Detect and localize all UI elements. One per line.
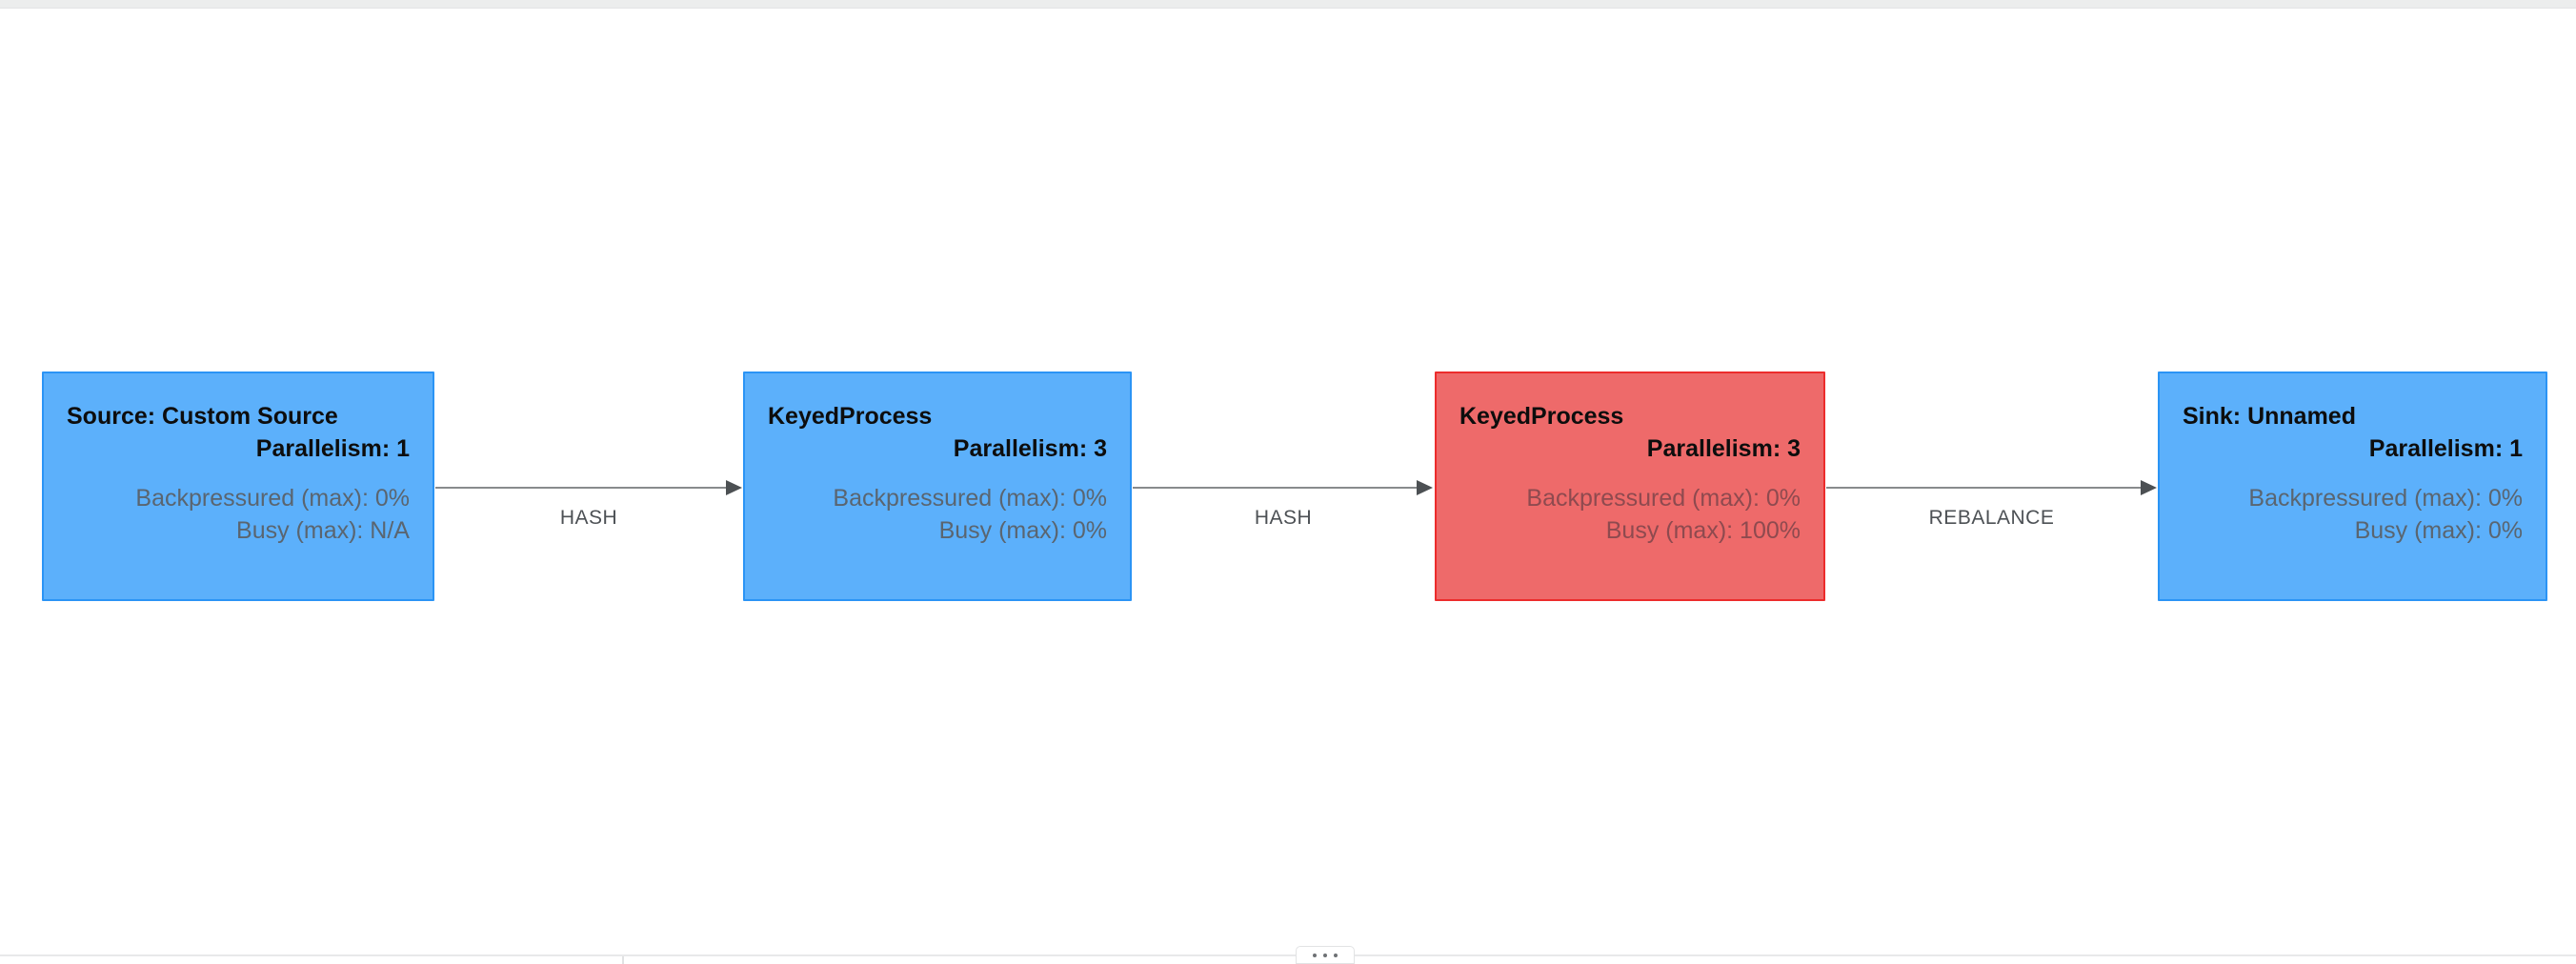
- job-node-backpressured: Backpressured (max): 0%: [2248, 485, 2523, 512]
- job-graph-canvas[interactable]: Source: Custom Source Parallelism: 1 Bac…: [0, 9, 2576, 955]
- job-node-busy: Busy (max): N/A: [236, 517, 410, 544]
- toolbar-divider: [0, 8, 2576, 9]
- job-edge-line: [1133, 487, 1417, 489]
- job-node-backpressured: Backpressured (max): 0%: [833, 485, 1107, 512]
- job-node-title: Source: Custom Source: [67, 403, 338, 430]
- job-node-parallelism: Parallelism: 1: [2368, 435, 2523, 462]
- arrow-head-icon: [2141, 480, 2157, 495]
- job-node-busy: Busy (max): 0%: [938, 517, 1107, 544]
- job-node-metrics: Backpressured (max): 0% Busy (max): 0%: [2183, 482, 2523, 547]
- job-node-title: Sink: Unnamed: [2183, 403, 2356, 430]
- job-node-title: KeyedProcess: [1459, 403, 1624, 430]
- job-node-parallelism: Parallelism: 3: [1646, 435, 1801, 462]
- job-edge-label: HASH: [1254, 507, 1313, 529]
- job-node-parallelism: Parallelism: 3: [953, 435, 1107, 462]
- job-node-title: KeyedProcess: [768, 403, 933, 430]
- panel-splitter-tick: [622, 956, 624, 964]
- job-node-source[interactable]: Source: Custom Source Parallelism: 1 Bac…: [42, 372, 434, 601]
- job-node-busy: Busy (max): 100%: [1605, 517, 1801, 544]
- job-node-busy: Busy (max): 0%: [2354, 517, 2523, 544]
- panel-drag-handle[interactable]: [1296, 946, 1355, 964]
- job-edge-label: HASH: [559, 507, 618, 529]
- job-node-keyed-process-1[interactable]: KeyedProcess Parallelism: 3 Backpressure…: [743, 372, 1132, 601]
- job-node-keyed-process-2[interactable]: KeyedProcess Parallelism: 3 Backpressure…: [1435, 372, 1825, 601]
- job-edge-line: [435, 487, 726, 489]
- job-edge-label: REBALANCE: [1928, 507, 2055, 529]
- job-node-parallelism: Parallelism: 1: [255, 435, 410, 462]
- arrow-head-icon: [726, 480, 742, 495]
- job-edge-line: [1826, 487, 2141, 489]
- arrow-head-icon: [1417, 480, 1433, 495]
- job-node-sink[interactable]: Sink: Unnamed Parallelism: 1 Backpressur…: [2158, 372, 2547, 601]
- job-node-metrics: Backpressured (max): 0% Busy (max): N/A: [67, 482, 410, 547]
- job-node-backpressured: Backpressured (max): 0%: [1526, 485, 1801, 512]
- job-node-metrics: Backpressured (max): 0% Busy (max): 100%: [1459, 482, 1801, 547]
- panel-splitter[interactable]: [0, 954, 2576, 956]
- job-node-metrics: Backpressured (max): 0% Busy (max): 0%: [768, 482, 1107, 547]
- drag-dot-icon: [1313, 953, 1317, 957]
- toolbar-bottom-strip: [0, 0, 2576, 8]
- drag-dot-icon: [1334, 953, 1338, 957]
- job-node-backpressured: Backpressured (max): 0%: [135, 485, 410, 512]
- drag-dot-icon: [1323, 953, 1327, 957]
